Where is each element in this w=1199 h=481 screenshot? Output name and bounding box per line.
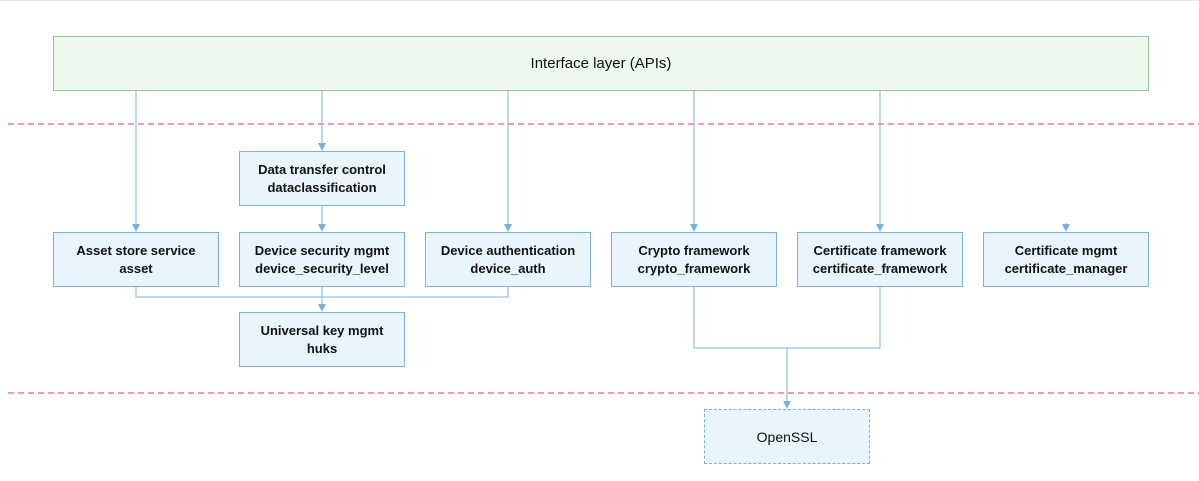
interface-layer-label: Interface layer (APIs) <box>530 55 672 72</box>
device-security-mgmt-box: Device security mgmt device_security_lev… <box>239 232 405 287</box>
certificate-mgmt-name: Certificate mgmt <box>1014 242 1118 258</box>
device-security-mgmt-module: device_security_level <box>255 260 389 276</box>
data-transfer-control-module: dataclassification <box>267 179 377 195</box>
connector-right-group-bus <box>693 287 881 349</box>
top-border <box>0 0 1199 1</box>
device-security-mgmt-name: Device security mgmt <box>254 242 390 258</box>
crypto-framework-box: Crypto framework crypto_framework <box>611 232 777 287</box>
openssl-label: OpenSSL <box>756 428 818 445</box>
device-authentication-box: Device authentication device_auth <box>425 232 591 287</box>
certificate-mgmt-module: certificate_manager <box>1004 260 1128 276</box>
crypto-framework-name: Crypto framework <box>638 242 750 258</box>
universal-key-mgmt-box: Universal key mgmt huks <box>239 312 405 367</box>
data-transfer-control-name: Data transfer control <box>258 161 386 177</box>
asset-store-service-name: Asset store service <box>76 242 196 258</box>
device-authentication-module: device_auth <box>470 260 546 276</box>
certificate-mgmt-box: Certificate mgmt certificate_manager <box>983 232 1149 287</box>
device-authentication-name: Device authentication <box>440 242 576 258</box>
certificate-framework-name: Certificate framework <box>813 242 947 258</box>
universal-key-mgmt-name: Universal key mgmt <box>260 322 384 338</box>
certificate-framework-module: certificate_framework <box>812 260 948 276</box>
universal-key-mgmt-module: huks <box>306 340 338 356</box>
asset-store-service-module: asset <box>119 260 153 276</box>
crypto-framework-module: crypto_framework <box>637 260 751 276</box>
interface-layer-box: Interface layer (APIs) <box>53 36 1149 91</box>
certificate-framework-box: Certificate framework certificate_framew… <box>797 232 963 287</box>
data-transfer-control-box: Data transfer control dataclassification <box>239 151 405 206</box>
asset-store-service-box: Asset store service asset <box>53 232 219 287</box>
openssl-box: OpenSSL <box>704 409 870 464</box>
